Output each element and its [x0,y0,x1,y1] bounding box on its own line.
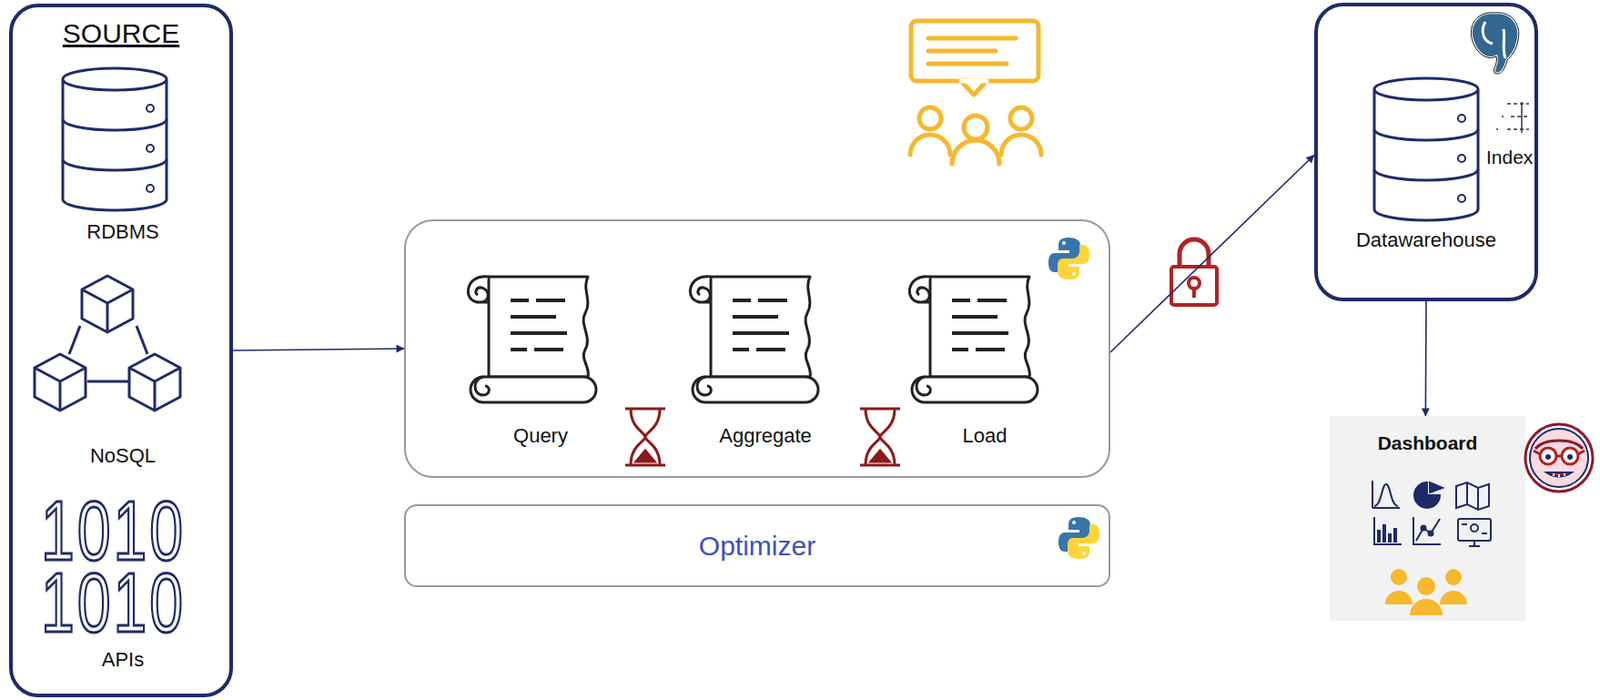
nosql-source: NoSQL [36,271,210,470]
optimizer-box: Optimizer [404,504,1111,588]
flow-arrow [1110,154,1315,353]
rdbms-source: RDBMS [36,63,210,246]
index-label: Index [1485,145,1534,169]
node-label: Load [962,424,1008,448]
load-step: Load [902,262,1067,450]
flow-arrow [1425,301,1428,416]
node-label: APIs [101,648,144,672]
flow-arrow [232,348,405,351]
node-label: NoSQL [90,444,156,468]
binary-glyph: 1010 [40,560,186,645]
node-label: Aggregate [718,424,812,448]
node-label: Query [513,424,568,448]
node-label: Dashboard [1377,432,1479,455]
node-label: SOURCE [62,18,180,50]
aggregate-step: Aggregate [683,262,848,450]
node-label: Optimizer [698,530,816,562]
dashboard-panel: Dashboard [1329,415,1526,621]
node-label: Datawarehouse [1356,228,1497,253]
pipeline-box: Query Aggregate Load [404,219,1111,478]
query-step: Query [458,262,623,450]
node-label: RDBMS [86,220,159,244]
